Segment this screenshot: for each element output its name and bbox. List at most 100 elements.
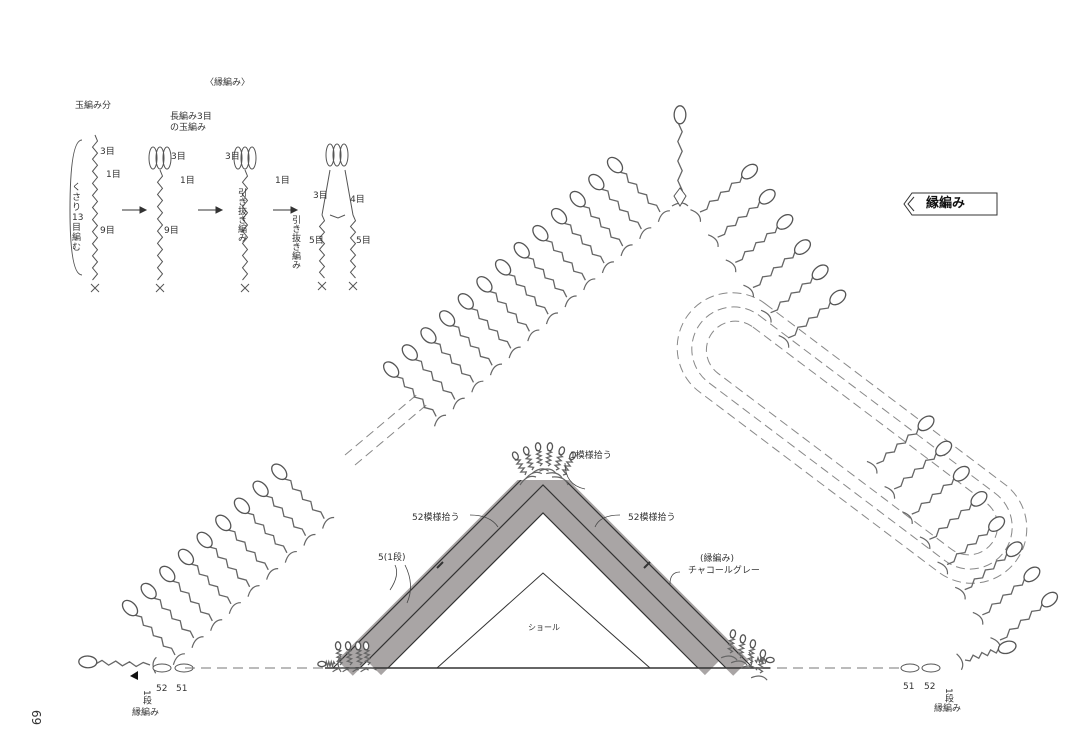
- fringe-chain: [543, 239, 586, 281]
- mini-fringe-left: [352, 641, 369, 673]
- fringe-left: [438, 310, 503, 376]
- fringe-chain: [170, 580, 213, 622]
- fringe-bulb: [558, 446, 566, 456]
- fringe-chain: [982, 576, 1026, 616]
- fringe-right: [778, 289, 847, 348]
- fringe-arch: [228, 602, 241, 614]
- fringe-bulb: [401, 344, 418, 361]
- right-pick-label: 52模様拾う: [628, 513, 676, 523]
- left-marker-row: 1段: [141, 690, 151, 705]
- fringe-bulb: [177, 548, 195, 566]
- fringe-left: [215, 514, 279, 580]
- fringe-arch: [564, 295, 577, 308]
- fringe-bulb: [317, 660, 327, 668]
- fringe-bulb: [970, 490, 988, 507]
- fringe-arch: [639, 227, 652, 240]
- bobble-loop: [339, 143, 349, 167]
- fringe-bulb: [534, 442, 542, 452]
- fringe-arch: [743, 284, 754, 298]
- fringe-arch: [725, 259, 737, 273]
- mini-fringe-apex: [546, 446, 566, 479]
- bobble-loop: [325, 143, 335, 167]
- fringe-right: [884, 440, 953, 499]
- left-pick-label: 52模様拾う: [412, 513, 460, 523]
- fringe-chain: [893, 451, 938, 490]
- fringe-arch: [191, 636, 204, 648]
- step1-chain: くさり13目編む: [72, 183, 84, 253]
- fringe-left: [550, 207, 614, 274]
- step4-slip: 引き抜き編み: [290, 215, 300, 269]
- fringe-bulb: [78, 655, 98, 669]
- fringe-right: [902, 465, 970, 524]
- fringe-bulb: [1023, 566, 1041, 583]
- fringe-chain: [151, 597, 195, 639]
- bobble-loop: [240, 146, 250, 170]
- fringe-arch: [527, 329, 540, 342]
- fringe-bulb: [420, 327, 437, 344]
- fringe-right: [990, 591, 1059, 650]
- fringe-left: [606, 156, 670, 223]
- fringe-left: [513, 241, 577, 308]
- fringe-chain: [929, 501, 973, 540]
- fringe-chain: [487, 290, 531, 332]
- fringe-bulb: [513, 241, 530, 259]
- fringe-chain: [946, 526, 991, 566]
- fringe-right: [760, 264, 829, 323]
- shawl-label: ショール: [528, 623, 560, 632]
- section-title: 縁編み: [926, 196, 966, 211]
- fringe-bulb: [569, 190, 586, 208]
- step2-n3: 3目: [171, 152, 186, 162]
- fringe-left: [476, 276, 540, 342]
- page-number: 69: [29, 709, 44, 726]
- mini-fringe-left: [317, 655, 342, 673]
- fringe-left: [569, 190, 633, 257]
- fringe-bulb: [494, 258, 512, 276]
- fringe-chain: [562, 222, 605, 264]
- fringe-bulb: [159, 565, 176, 583]
- fringe-arch: [730, 660, 748, 666]
- fringe-bulb: [532, 224, 549, 242]
- fringe-left: [588, 173, 652, 240]
- fringe-chain: [599, 188, 642, 230]
- fringe-chain: [736, 641, 746, 659]
- fringe-chain: [413, 358, 456, 400]
- fringe-bulb: [749, 639, 757, 649]
- bobble-loop: [148, 146, 158, 170]
- fringe-bulb: [438, 310, 456, 327]
- fringe-bulb: [522, 446, 530, 456]
- fringe-left: [401, 344, 465, 410]
- fringe-chain: [506, 273, 549, 315]
- fringe-bulb: [476, 276, 493, 293]
- fringe-chain: [345, 648, 354, 666]
- step1-chain: [91, 134, 99, 281]
- rows-label: 5(1段): [378, 553, 406, 563]
- fringe-chain: [514, 459, 528, 476]
- fringe-arch: [720, 655, 738, 661]
- fringe-bulb: [765, 656, 775, 664]
- fringe-chain: [553, 452, 564, 471]
- color-label: チャコールグレー: [688, 566, 760, 576]
- fringe-bulb: [121, 599, 139, 617]
- fringe-bulb: [334, 641, 342, 651]
- fringe-chain: [282, 477, 325, 519]
- fringe-chain: [746, 646, 756, 664]
- fringe-bulb: [997, 640, 1017, 655]
- fringe-arch: [954, 586, 966, 600]
- step4-n5b: 5目: [356, 236, 371, 246]
- fringe-left: [271, 463, 335, 529]
- edging-label: (縁編み): [700, 554, 735, 564]
- fringe-chain: [431, 341, 475, 383]
- fringe-chain: [133, 614, 176, 656]
- apex-arrow-icon: [673, 187, 687, 207]
- fringe-arch: [657, 210, 670, 223]
- fringe-arch: [352, 667, 369, 673]
- fringe-bulb: [457, 293, 474, 310]
- title-box: [903, 192, 998, 216]
- bobble-loop: [247, 146, 257, 170]
- fringe-bulb: [759, 649, 767, 659]
- fringe-chain: [580, 205, 624, 247]
- shawl-schematic: [317, 440, 775, 681]
- fringe-bulb: [739, 634, 747, 644]
- fringe-bulb: [382, 361, 400, 378]
